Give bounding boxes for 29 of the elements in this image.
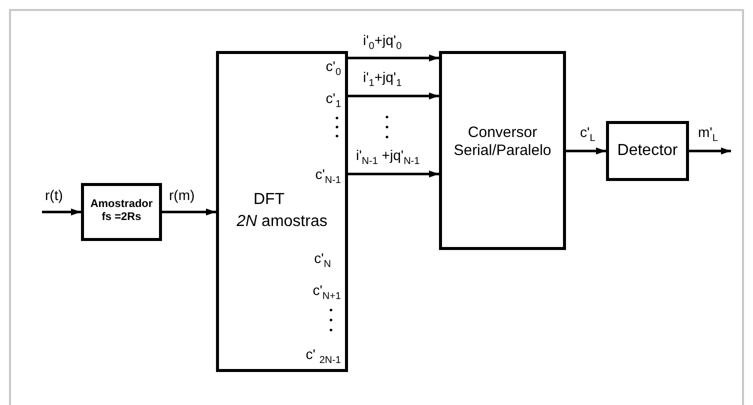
arrow [348, 54, 439, 62]
arrow [162, 208, 216, 216]
edge-label: i'$_{0}$+jq'$_{0}$ [362, 33, 403, 52]
output-label: c'$_{N}$ [314, 250, 331, 270]
block-label: DFT [252, 190, 286, 210]
process-box [439, 51, 566, 250]
output-label: c'$_{0}$ [326, 58, 341, 78]
arrow [689, 148, 731, 154]
arrow [348, 92, 439, 100]
block-label: Amostrador fs =2Rs [89, 198, 154, 224]
edge-label: i'$_{N-1}$ +jq'$_{N-1}$ [355, 148, 421, 167]
edge-label: c'$_{L}$ [579, 125, 596, 144]
process-box [216, 51, 348, 372]
output-label: c'$_{N+1}$ [312, 282, 341, 302]
block-label: Detector [616, 141, 679, 160]
process-box [81, 183, 162, 241]
output-label: c'$_{N-1}$ [315, 166, 341, 186]
process-box [606, 121, 689, 181]
output-label: c' $_{2N-1}$ [306, 346, 341, 366]
arrow [566, 148, 606, 154]
output-label: c'$_{1}$ [326, 90, 341, 110]
arrow [348, 170, 439, 178]
edge-label: m'$_{L}$ [697, 125, 719, 144]
edge-label: i'$_{1}$+jq'$_{1}$ [362, 70, 403, 89]
edge-label: r(t) [44, 188, 64, 204]
block-label: 2N amostras [236, 212, 328, 232]
block-label: Conversor Serial/Paralelo [452, 124, 552, 160]
edge-label: r(m) [168, 188, 196, 204]
arrow [42, 208, 81, 216]
